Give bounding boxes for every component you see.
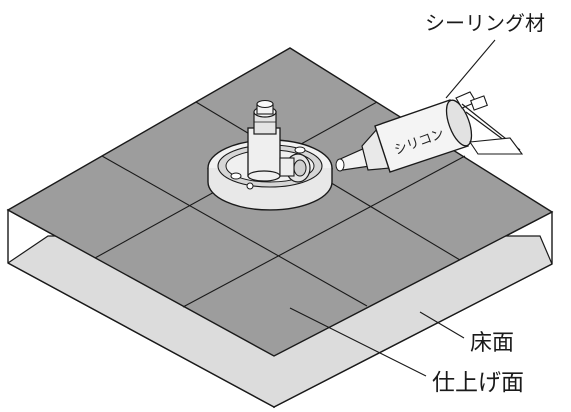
valve-fitting-icon: [207, 99, 333, 211]
silicone-tube-icon: シリコン: [335, 91, 524, 173]
sealant-label: シーリング材: [425, 11, 545, 35]
finish-surface-label: 仕上げ面: [432, 370, 524, 396]
leader-lines: [289, 39, 496, 377]
floor-surface-label: 床面: [470, 331, 514, 356]
